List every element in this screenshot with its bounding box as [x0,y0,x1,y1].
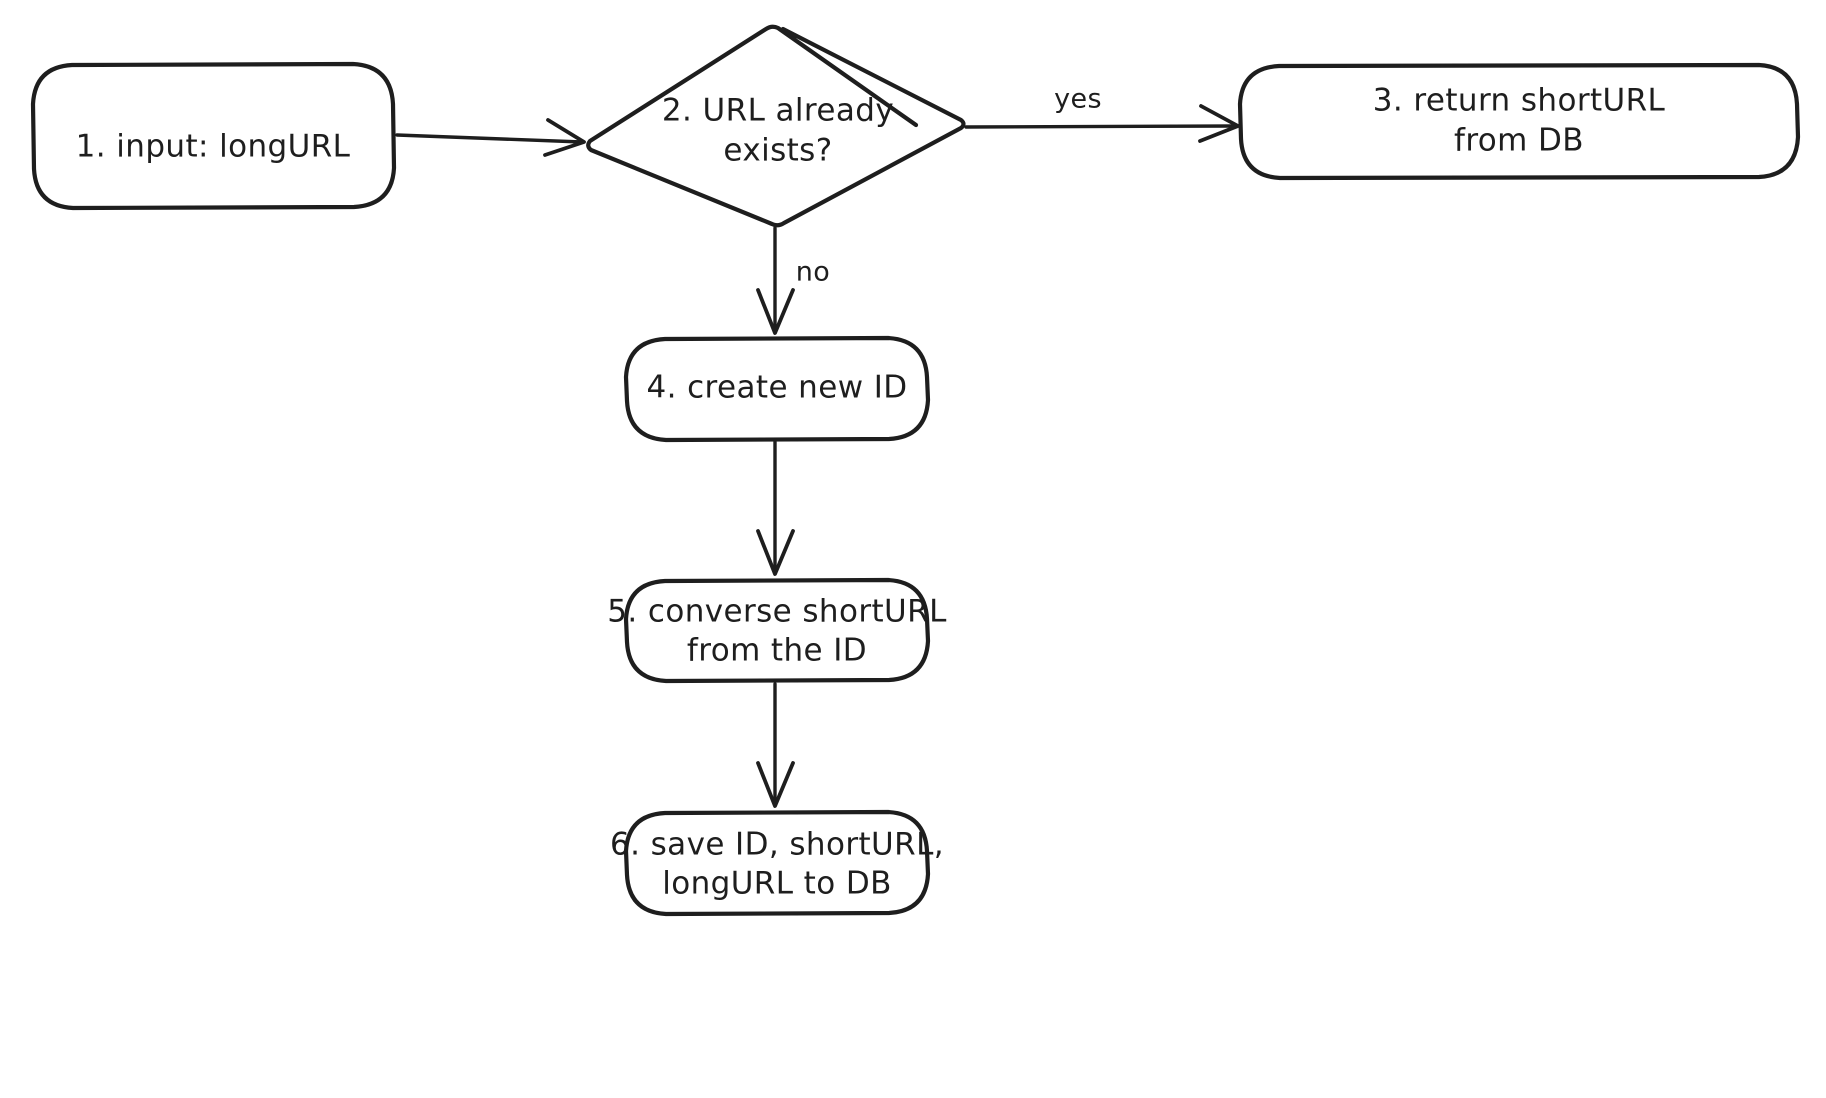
edge-node2-to-node4-arrowhead [756,288,795,335]
node-4-shape [623,335,931,443]
edge-node1-to-node2 [395,118,586,157]
edge-node2-to-node4: no [756,226,830,335]
edge-node2-to-node3-arrowhead [1198,104,1240,143]
edge-node4-to-node5-arrowhead [756,529,795,576]
edge-node4-to-node5 [756,440,795,576]
node-5-converse-shorturl-from-id[interactable]: 5. converse shortURL from the ID [607,577,947,684]
node-2-label-line-1: 2. URL already [662,93,894,129]
edge-node2-to-node3-line [964,124,1238,129]
node-4-create-new-id[interactable]: 4. create new ID [623,335,931,443]
edge-node2-to-node3: yes [964,84,1240,143]
node-3-label-line-2: from DB [1454,123,1584,159]
node-1-label-line-1: 1. input: longURL [76,129,351,165]
node-2-url-exists-decision[interactable]: 2. URL already exists? [586,24,966,228]
node-1-input-longurl[interactable]: 1. input: longURL [30,61,397,211]
node-5-label-line-1: 5. converse shortURL [607,594,947,630]
node-2-label-line-2: exists? [723,133,832,169]
node-3-shape [1237,62,1801,181]
node-6-save-to-db[interactable]: 6. save ID, shortURL, longURL to DB [610,809,944,917]
node-6-shape [623,809,931,917]
edge-node1-to-node2-line [395,133,584,144]
edge-label-no: no [796,257,830,288]
node-3-label-line-1: 3. return shortURL [1373,83,1666,119]
node-5-label-line-2: from the ID [687,633,867,669]
edge-label-yes: yes [1054,84,1102,115]
edge-node5-to-node6-arrowhead [756,761,795,808]
node-5-shape [623,577,931,684]
node-4-label-line-1: 4. create new ID [646,370,907,406]
node-1-shape [30,61,397,211]
node-6-label-line-2: longURL to DB [662,866,892,902]
edge-node1-to-node2-arrowhead [543,118,586,157]
node-2-shape [586,24,966,228]
node-3-return-shorturl-from-db[interactable]: 3. return shortURL from DB [1237,62,1801,181]
edge-node5-to-node6 [756,682,795,808]
node-6-label-line-1: 6. save ID, shortURL, [610,827,944,863]
